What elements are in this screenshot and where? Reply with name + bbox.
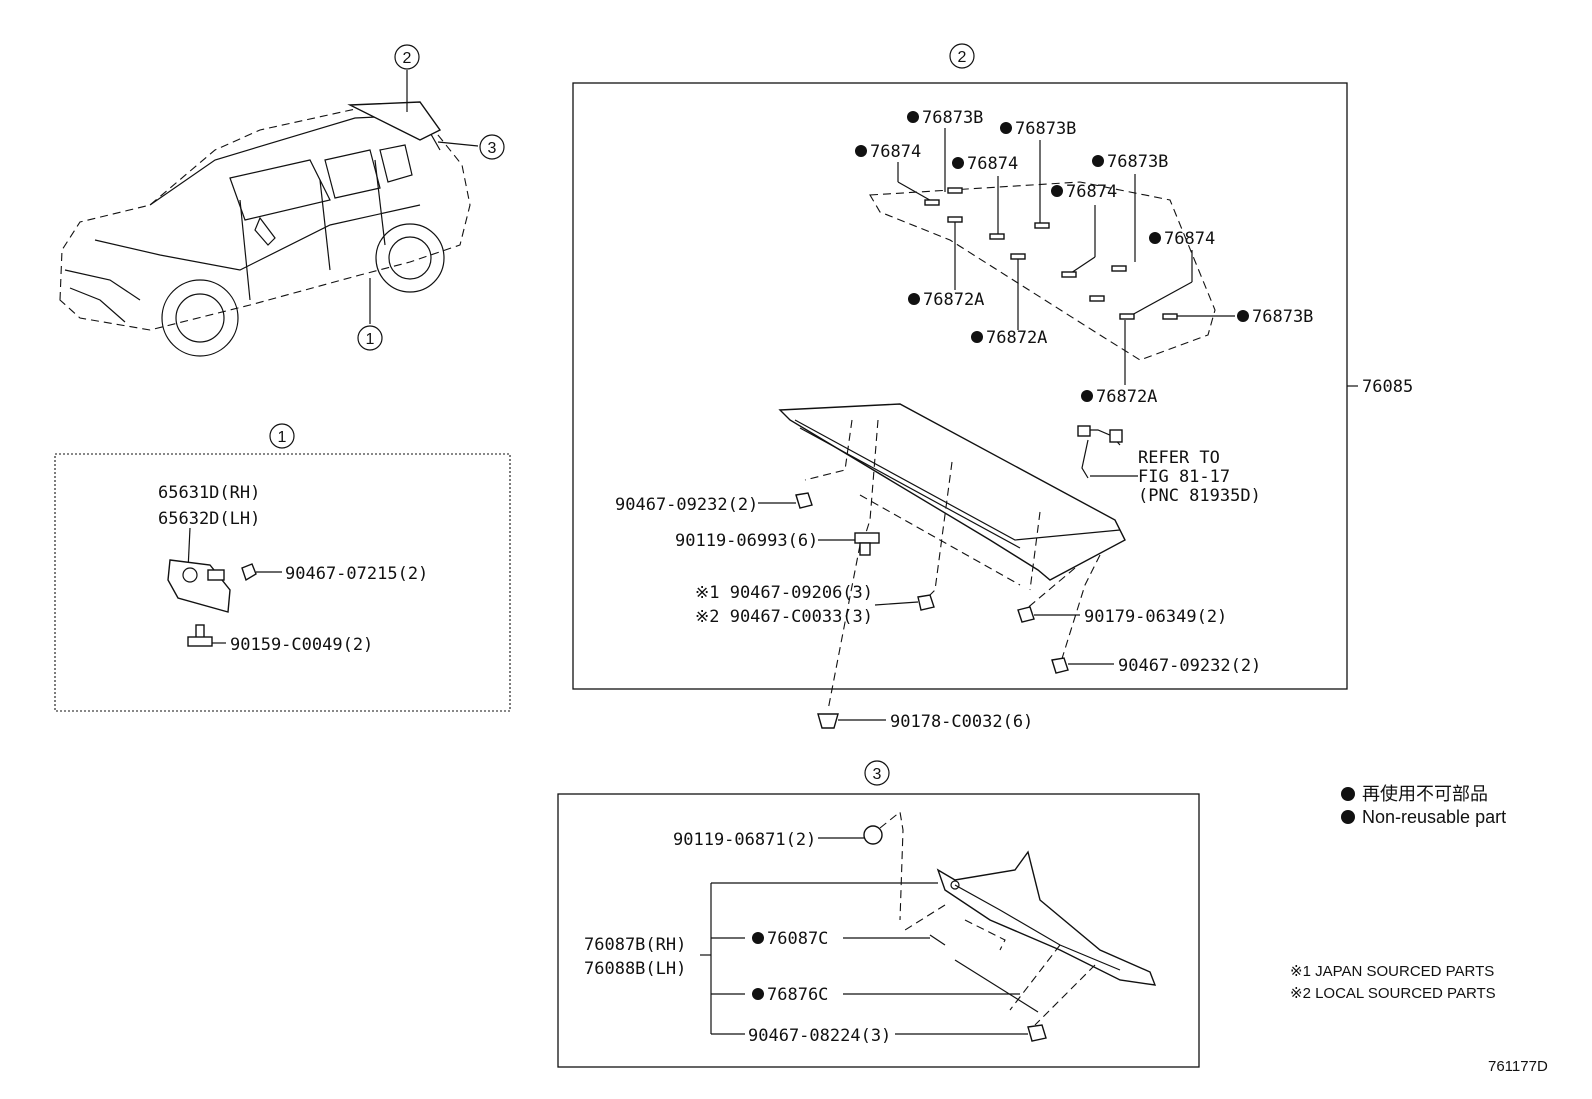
dot-label-76876c: 76876C (752, 985, 828, 1005)
callout-1-overview: 1 (357, 325, 383, 351)
svg-text:76874: 76874 (1066, 182, 1117, 202)
part-90467-09232-upper: 90467-09232(2) (615, 495, 758, 515)
dot-label-10: 76872A (971, 328, 1047, 348)
part-65632d-lh: 65632D(LH) (158, 509, 260, 529)
svg-text:76872A: 76872A (986, 328, 1047, 348)
overview-leaders (369, 70, 479, 324)
refer-line-1: REFER TO (1138, 448, 1220, 468)
grommet-90178-c0032 (817, 713, 886, 729)
panel-2-frame (572, 82, 1348, 690)
part-90467-c0033: ※2 90467-C0033(3) (695, 607, 873, 627)
dot-label-1: 76873B (907, 108, 983, 128)
part-90179-06349: 90179-06349(2) (1084, 607, 1227, 627)
clip-90467-09232-upper (758, 492, 813, 509)
svg-text:2: 2 (958, 49, 967, 66)
svg-text:1: 1 (366, 331, 375, 348)
part-90467-09206: ※1 90467-09206(3) (695, 583, 873, 603)
svg-text:1: 1 (278, 429, 287, 446)
note-japan-sourced: ※1 JAPAN SOURCED PARTS (1290, 963, 1494, 980)
svg-text:76872A: 76872A (923, 290, 984, 310)
figure-id: 761177D (1488, 1058, 1548, 1075)
legend-jp: 再使用不可部品 (1341, 784, 1488, 804)
refer-line-2: FIG 81-17 (1138, 467, 1230, 487)
dot-label-11: 76872A (1081, 387, 1157, 407)
svg-text:3: 3 (488, 140, 497, 157)
panel-3-bracket (700, 882, 1028, 1035)
clip-90467-07215 (241, 563, 282, 582)
svg-text:76876C: 76876C (767, 985, 828, 1005)
part-76088b-lh: 76088B(LH) (584, 959, 686, 979)
svg-text:76874: 76874 (967, 154, 1018, 174)
mudguard-part (167, 559, 231, 613)
dot-label-3: 76874 (855, 142, 921, 162)
wire-harness (1077, 425, 1138, 479)
svg-text:3: 3 (873, 766, 882, 783)
dot-label-8: 76873B (1237, 307, 1313, 327)
part-90119-06871: 90119-06871(2) (673, 830, 816, 850)
dot-label-6: 76874 (1051, 182, 1117, 202)
seal-outline (869, 181, 1216, 361)
part-90467-08224: 90467-08224(3) (748, 1026, 891, 1046)
dot-label-4: 76874 (952, 154, 1018, 174)
panel-3-frame (557, 793, 1200, 1068)
part-90467-09232-lower: 90467-09232(2) (1118, 656, 1261, 676)
refer-line-3: (PNC 81935D) (1138, 486, 1261, 506)
svg-text:76872A: 76872A (1096, 387, 1157, 407)
part-90467-07215: 90467-07215(2) (285, 564, 428, 584)
seal-leaders (897, 128, 1235, 385)
nut-90179-06349 (1017, 606, 1080, 623)
svg-text:Non-reusable part: Non-reusable part (1362, 807, 1506, 827)
part-90159-c0049: 90159-C0049(2) (230, 635, 373, 655)
dot-label-2: 76873B (1000, 119, 1076, 139)
cap-90119-06871 (818, 810, 904, 921)
svg-text:76874: 76874 (1164, 229, 1215, 249)
dot-label-9: 76872A (908, 290, 984, 310)
side-spoiler-piece (936, 850, 1157, 986)
svg-text:76873B: 76873B (1107, 152, 1168, 172)
spoiler-body (778, 403, 1126, 581)
dot-label-5: 76873B (1092, 152, 1168, 172)
svg-text:2: 2 (403, 50, 412, 67)
svg-text:76873B: 76873B (1252, 307, 1313, 327)
svg-text:76873B: 76873B (922, 108, 983, 128)
assembly-76085: 76085 (1362, 377, 1413, 397)
clip-90119-06993 (818, 532, 880, 556)
callout-3-panel: 3 (864, 760, 890, 786)
callout-2-overview: 2 (394, 44, 420, 70)
svg-text:76874: 76874 (870, 142, 921, 162)
note-local-sourced: ※2 LOCAL SOURCED PARTS (1290, 985, 1496, 1002)
svg-text:76087C: 76087C (767, 929, 828, 949)
callout-3-overview: 3 (479, 134, 505, 160)
callout-2-panel: 2 (949, 43, 975, 69)
panel-1-frame (54, 453, 511, 712)
part-76087b-rh: 76087B(RH) (584, 935, 686, 955)
legend-en: Non-reusable part (1341, 807, 1506, 827)
part-90178-c0032: 90178-C0032(6) (890, 712, 1033, 732)
dot-label-7: 76874 (1149, 229, 1215, 249)
clip-90467-08224 (1027, 1024, 1047, 1042)
part-90119-06993: 90119-06993(6) (675, 531, 818, 551)
clip-90467-09232-lower (1051, 657, 1114, 674)
callout-1-panel: 1 (269, 423, 295, 449)
screw-90159-c0049 (187, 624, 226, 647)
vehicle-illustration (59, 101, 471, 357)
svg-text:76873B: 76873B (1015, 119, 1076, 139)
part-65631d-rh: 65631D(RH) (158, 483, 260, 503)
clip-90467-09206 (874, 594, 935, 611)
dot-label-76087c: 76087C (752, 929, 828, 949)
panel-3-strips (929, 934, 1039, 1013)
svg-text:再使用不可部品: 再使用不可部品 (1362, 784, 1488, 804)
